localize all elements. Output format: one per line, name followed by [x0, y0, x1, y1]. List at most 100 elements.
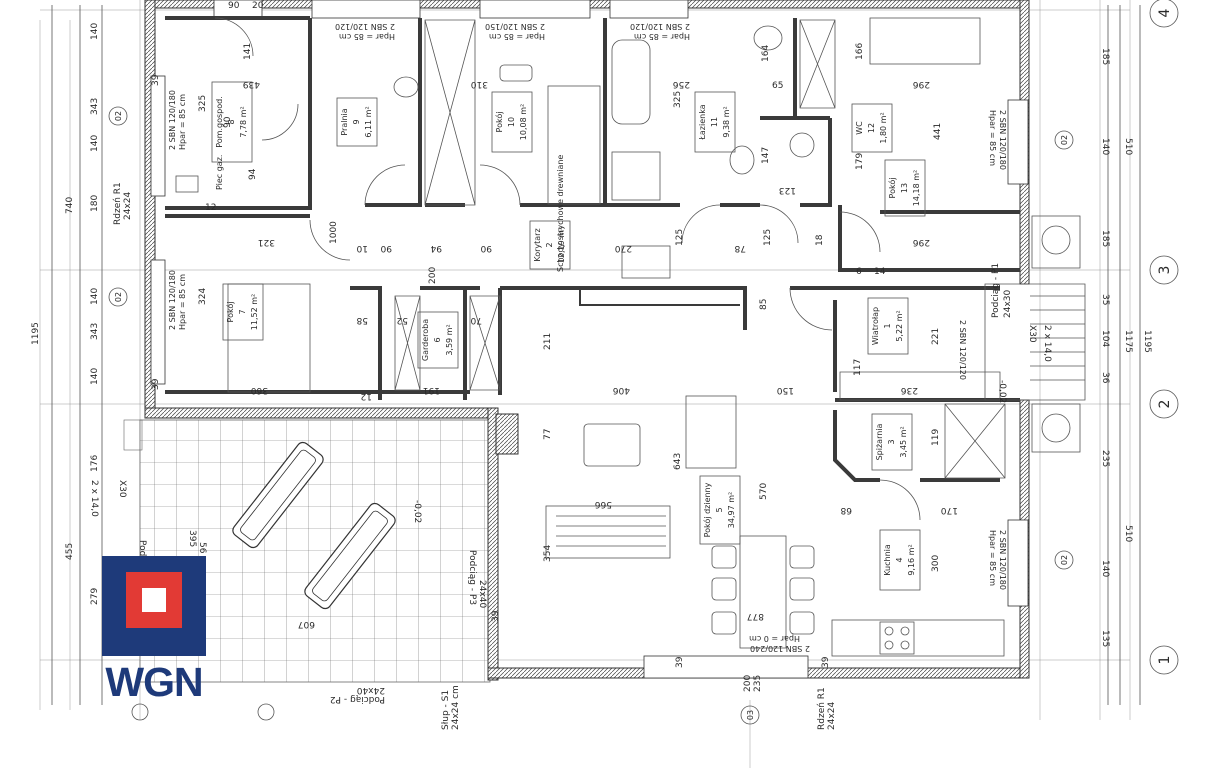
room-area: 34,97 m²: [727, 492, 736, 528]
room-area: 9,16 m²: [907, 544, 916, 575]
dim-label: 65: [772, 81, 783, 91]
dim-label: 200: [428, 267, 438, 284]
dim-label: 94: [248, 168, 258, 180]
room-name: Pokój: [887, 178, 897, 199]
dim-label: 77: [543, 429, 553, 440]
dim-label: 296: [913, 237, 930, 247]
dim-label: 354: [543, 545, 553, 562]
dim-label: 164: [761, 45, 771, 62]
dim-label: 170: [941, 505, 958, 515]
room-name: Łazienka: [698, 104, 707, 140]
dim-label: 324: [198, 288, 208, 305]
dim-label: 20: [252, 1, 264, 11]
dim-label: 140: [90, 288, 100, 305]
podciag-size: 24x40: [356, 685, 385, 695]
dim-label: 321: [258, 237, 275, 247]
annotations: 2 SBN 120/180 Hpar = 85 cm 2 SBN 120/180…: [168, 22, 1052, 730]
dim-label: 279: [90, 588, 100, 605]
window-label: Hpar = 85 cm: [489, 32, 545, 41]
room-number: 11: [710, 117, 719, 127]
room-name: Wiatrołap: [871, 307, 880, 345]
window-label: 2 SBN 120/180: [998, 530, 1007, 590]
dim-label: 18: [815, 234, 825, 246]
dim-label: 39: [151, 74, 161, 86]
dim-label: 607: [298, 619, 315, 629]
dim-label: 211: [543, 333, 553, 350]
dim-label: 10: [356, 243, 368, 253]
dim-label: 310: [471, 79, 488, 89]
window-label: Hpar = 85 cm: [988, 110, 997, 166]
logo-white-square: [142, 588, 166, 612]
window-label: 2 SBN 120/240: [750, 644, 810, 653]
logo-text: WGN: [105, 659, 203, 705]
room-name: Pokój: [225, 302, 235, 323]
dim-label: 104: [1100, 330, 1110, 347]
window-label: 2 SBN 120/120: [335, 22, 395, 31]
beam-label: 2 x 14,0: [89, 480, 99, 517]
window-label: 2 SBN 120/180: [998, 110, 1007, 170]
rdzen-size: 24x24: [827, 701, 837, 730]
furnace-label: Piec gaz.: [215, 155, 224, 190]
dim-label: 325: [198, 95, 208, 112]
beam-label: X30: [117, 480, 127, 498]
column-size: 24x24 cm: [451, 685, 461, 730]
podciag-label: Podciąg - P2: [330, 694, 385, 704]
dim-label: 140: [1100, 138, 1110, 155]
dim-label: 56: [197, 542, 207, 554]
dim-label: 90: [480, 243, 492, 253]
dim-label: 343: [90, 323, 100, 340]
dim-label: 200: [743, 675, 753, 692]
dim-label: 235: [753, 675, 763, 692]
dim-label: 1195: [1142, 330, 1152, 353]
logo-red-square: [126, 572, 182, 628]
axis-label: 4: [1157, 8, 1173, 17]
dim-label: 185: [1100, 48, 1110, 65]
dim-label: 125: [675, 229, 685, 246]
room-labels: Pom.gospod. 8 7,78 m² Pralnia 9 6,11 m² …: [211, 81, 926, 591]
dim-label: 166: [855, 43, 865, 60]
room-number: 5: [715, 507, 724, 512]
room-number: 4: [895, 557, 904, 562]
axis-label: 1: [1157, 656, 1173, 665]
dim-label: 1195: [31, 322, 41, 345]
room-number: 8: [227, 119, 236, 124]
dim-label: 94: [430, 243, 442, 253]
room-area: 3,45 m²: [899, 426, 908, 457]
dim-label: 90: [223, 116, 233, 128]
dim-label: 191: [423, 385, 440, 395]
room-area: 14,18 m²: [912, 170, 921, 206]
podciag-label: Podciąg - P1: [991, 263, 1001, 318]
brand-logo: WGN: [100, 556, 208, 704]
beam-label: X30: [1027, 325, 1037, 343]
dim-label: 39: [151, 378, 161, 390]
room-name: Pralnia: [340, 108, 349, 135]
level-label: -0,02: [997, 380, 1007, 403]
window-label: Hpar = 85 cm: [634, 32, 690, 41]
dim-label: 296: [913, 79, 930, 89]
axis-side-label: 02: [114, 292, 123, 302]
dim-label: 395: [187, 530, 197, 547]
dim-label: 6: [856, 267, 862, 277]
window-label: Hpar = 85 cm: [178, 94, 187, 150]
axis-side-label: 02: [1060, 555, 1069, 565]
room-number: 13: [900, 183, 909, 193]
terrace: -0,02 395 56 607 X30 2 x 14,0 Podciąg - …: [89, 419, 491, 721]
dim-label: 117: [853, 359, 863, 376]
dim-label: 176: [90, 455, 100, 472]
dim-label: 141: [243, 43, 253, 60]
room-area: 6,11 m²: [364, 106, 373, 137]
window-label: 2 SBN 120/150: [485, 22, 545, 31]
axis-label: 2: [1157, 400, 1173, 409]
window-label: 2 SBN 120/120: [630, 22, 690, 31]
rdzen-label: Rdzeń R1: [113, 182, 123, 225]
dim-label: 270: [615, 243, 632, 253]
dim-label: 90: [228, 1, 240, 11]
dim-label: 147: [761, 147, 771, 164]
dim-label: 570: [759, 483, 769, 500]
dim-label: 510: [1123, 525, 1133, 542]
room-name: Kuchnia: [883, 544, 892, 576]
dim-label: 12: [205, 203, 216, 213]
dim-label: 140: [90, 135, 100, 152]
dim-label: 52: [397, 315, 408, 325]
